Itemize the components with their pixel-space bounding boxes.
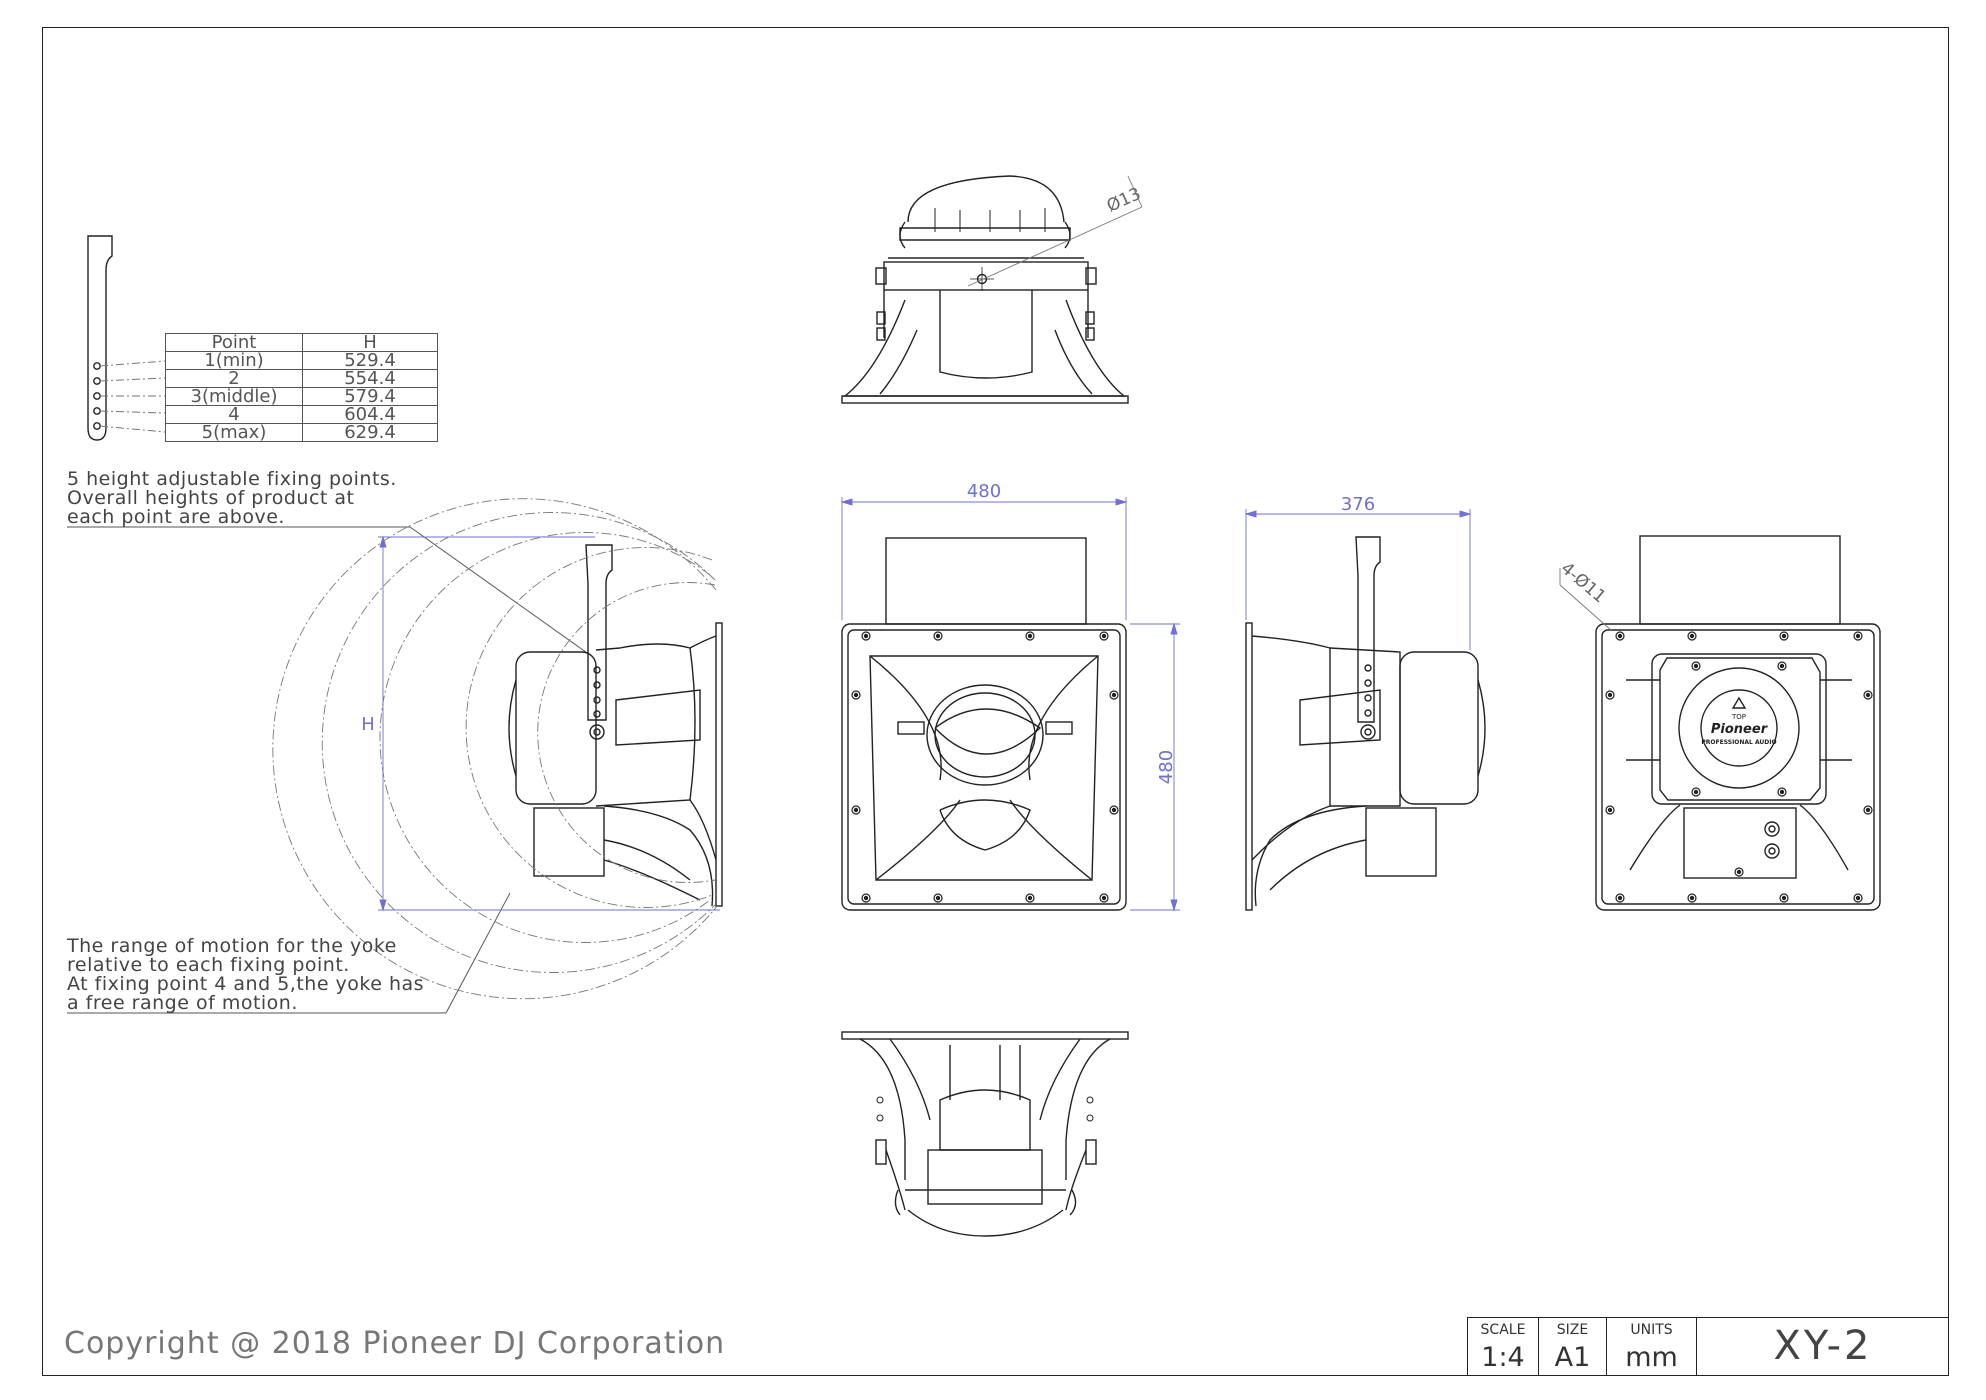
table-row: 2 554.4 <box>165 369 438 388</box>
size-value: A1 <box>1554 1342 1591 1373</box>
note-leaders <box>67 526 591 1014</box>
table-cell-point: 4 <box>165 405 303 424</box>
table-row: 3(middle) 579.4 <box>165 387 438 406</box>
table-cell-h: 529.4 <box>302 351 438 370</box>
table-cell-h: 604.4 <box>302 405 438 424</box>
scale-value: 1:4 <box>1481 1342 1525 1373</box>
units-label: UNITS <box>1630 1322 1673 1338</box>
fixing-points-note: 5 height adjustable fixing points. Overa… <box>67 470 397 527</box>
note-line: a free range of motion. <box>67 992 298 1014</box>
table-cell-point: 5(max) <box>165 423 303 442</box>
top-hole-leader <box>967 175 1143 287</box>
table-row: 5(max) 629.4 <box>165 423 438 442</box>
dim-hole-top: Ø13 <box>1104 184 1144 217</box>
table-row: 4 604.4 <box>165 405 438 424</box>
note-line: Overall heights of product at <box>67 487 355 509</box>
table-cell-point: 3(middle) <box>165 387 303 406</box>
units-value: mm <box>1625 1342 1678 1373</box>
table-header-point: Point <box>165 333 303 352</box>
rear-top-mark: TOP <box>1731 713 1746 721</box>
note-line: At fixing point 4 and 5,the yoke has <box>67 973 425 995</box>
copyright-text: Copyright @ 2018 Pioneer DJ Corporation <box>64 1326 726 1361</box>
note-line: each point are above. <box>67 506 285 528</box>
table-cell-h: 579.4 <box>302 387 438 406</box>
rear-hole-leader <box>1559 568 1613 632</box>
front-dimensions <box>840 497 1180 912</box>
note-line: relative to each fixing point. <box>67 954 350 976</box>
dim-height-label: H <box>361 714 375 735</box>
size-label: SIZE <box>1556 1322 1589 1338</box>
table-cell-point: 1(min) <box>165 351 303 370</box>
dim-width-front: 480 <box>967 481 1001 502</box>
table-cell-point: 2 <box>165 369 303 388</box>
drawing-frame <box>42 27 1949 1376</box>
title-block-size: SIZE A1 <box>1538 1317 1606 1376</box>
fixing-points-table: Point H 1(min) 529.4 2 554.4 3(middle) 5… <box>165 333 438 442</box>
rear-brand-logo: Pioneer <box>1711 722 1769 737</box>
yoke-detail-drawing <box>87 235 166 441</box>
title-block-units: UNITS mm <box>1606 1317 1696 1376</box>
table-cell-h: 554.4 <box>302 369 438 388</box>
top-view-drawing <box>841 175 1129 404</box>
note-line: 5 height adjustable fixing points. <box>67 468 397 490</box>
front-view-drawing <box>841 537 1127 911</box>
dim-holes-rear: 4-Ø11 <box>1557 559 1610 608</box>
yoke-motion-arcs <box>272 498 719 1000</box>
scale-label: SCALE <box>1480 1322 1526 1338</box>
title-block-scale: SCALE 1:4 <box>1467 1317 1538 1376</box>
dim-height-front: 480 <box>1156 750 1177 784</box>
model-name: XY-2 <box>1696 1317 1949 1376</box>
table-header-h: H <box>302 333 438 352</box>
bottom-view-drawing <box>841 1031 1129 1237</box>
side-view-left-drawing <box>508 544 723 907</box>
table-cell-h: 629.4 <box>302 423 438 442</box>
rear-brand-sub: PROFESSIONAL AUDIO <box>1701 739 1776 746</box>
rear-view-drawing <box>1595 535 1881 911</box>
dim-depth-side: 376 <box>1341 494 1375 515</box>
table-header-row: Point H <box>165 333 438 352</box>
yoke-range-note: The range of motion for the yoke relativ… <box>67 937 424 1013</box>
table-row: 1(min) 529.4 <box>165 351 438 370</box>
side-dimension <box>1244 509 1472 650</box>
note-line: The range of motion for the yoke <box>67 935 397 957</box>
height-dimension <box>378 535 720 912</box>
side-view-right-drawing <box>1245 536 1486 911</box>
